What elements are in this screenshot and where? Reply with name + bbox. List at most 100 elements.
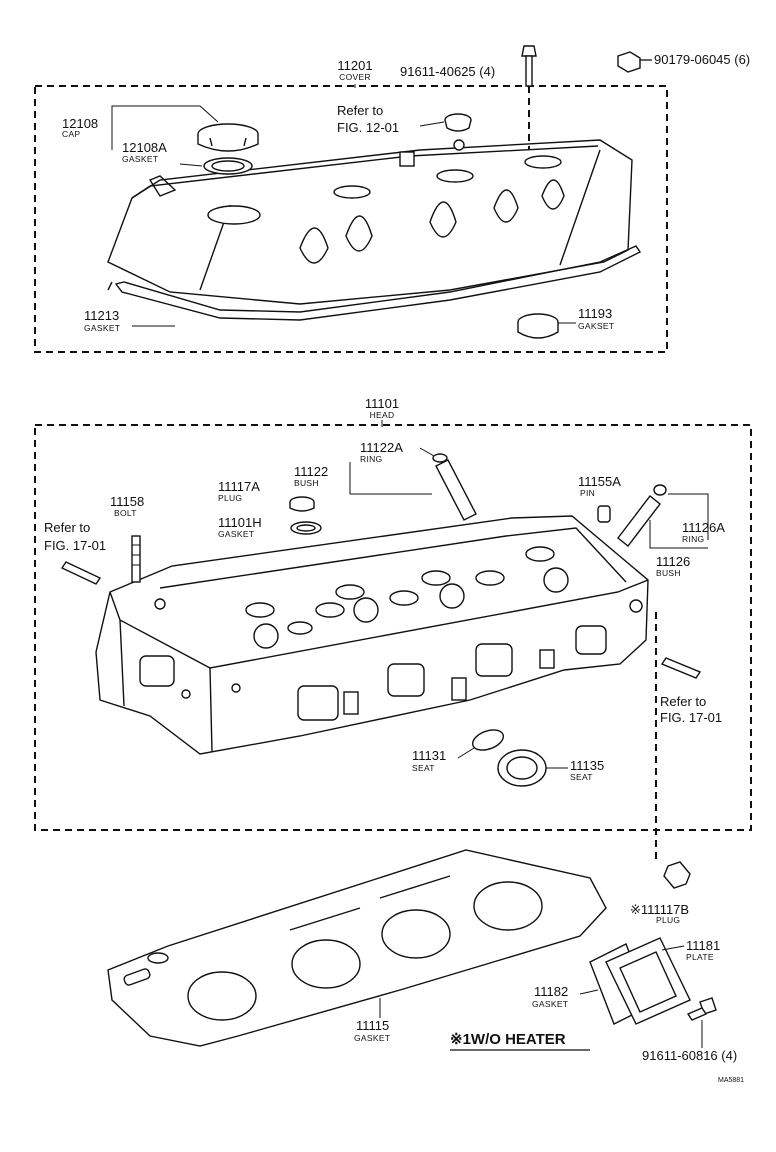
svg-text:GASKET: GASKET: [122, 154, 158, 164]
label-plate-gasket: 11182 GASKET: [532, 984, 568, 1009]
plug: [289, 496, 315, 512]
leader-cap: [111, 105, 219, 150]
leader-ring-2: [668, 493, 709, 540]
svg-text:12108: 12108: [62, 116, 98, 131]
leader-cap-gasket: [179, 163, 203, 167]
svg-text:GAKSET: GAKSET: [578, 321, 614, 331]
cover-bolt: [521, 45, 537, 150]
svg-text:GASKET: GASKET: [532, 999, 568, 1009]
head-group-frame: [34, 424, 752, 831]
svg-text:PLUG: PLUG: [218, 493, 242, 503]
refer-part: [444, 113, 472, 132]
svg-text:11135: 11135: [570, 758, 604, 773]
svg-text:SEAT: SEAT: [570, 772, 593, 782]
cover-gasket: [114, 245, 642, 321]
stud-right: [660, 657, 702, 679]
svg-text:FIG. 12-01: FIG. 12-01: [337, 120, 399, 135]
svg-text:Refer to: Refer to: [660, 694, 706, 709]
label-refer-cover: Refer to FIG. 12-01: [337, 103, 399, 135]
svg-text:RING: RING: [682, 534, 704, 544]
label-plug: 11117A PLUG: [218, 479, 260, 503]
svg-text:11182: 11182: [534, 984, 568, 999]
pin: [597, 505, 611, 523]
label-seat-1: 11131 SEAT: [412, 748, 446, 773]
svg-text:COVER: COVER: [339, 72, 371, 82]
stud-left: [60, 561, 102, 585]
cover-nut: [617, 51, 652, 73]
bolt-stud: [131, 535, 141, 583]
cylinder-head: [95, 515, 649, 755]
svg-text:SEAT: SEAT: [412, 763, 435, 773]
svg-text:Refer to: Refer to: [337, 103, 383, 118]
svg-text:11158: 11158: [110, 494, 144, 509]
label-ring-2: 11126A RING: [682, 520, 725, 544]
label-ring: 11122A RING: [360, 440, 403, 464]
svg-text:GASKET: GASKET: [84, 323, 120, 333]
label-grommet: 11193 GAKSET: [578, 306, 614, 331]
label-pin: 11155A PIN: [578, 474, 621, 498]
label-seat-2: 11135 SEAT: [570, 758, 604, 782]
svg-text:11213: 11213: [84, 308, 119, 323]
svg-text:BOLT: BOLT: [114, 508, 137, 518]
svg-text:11115: 11115: [356, 1018, 389, 1033]
svg-text:11126: 11126: [656, 554, 690, 569]
svg-text:PLUG: PLUG: [656, 915, 680, 925]
label-cover-bolt: 91611-40625 (4): [400, 64, 495, 79]
svg-text:11122: 11122: [294, 464, 328, 479]
footnote: ※1W/O HEATER: [450, 1031, 590, 1051]
cylinder-head-cover: [107, 139, 633, 305]
label-cap-gasket: 12108A GASKET: [122, 140, 167, 164]
svg-text:CAP: CAP: [62, 129, 80, 139]
svg-text:11201: 11201: [337, 58, 372, 73]
label-refer-left: Refer to FIG. 17-01: [44, 520, 106, 553]
svg-text:※111117B: ※111117B: [630, 902, 689, 917]
valve-seat-2: [497, 749, 547, 787]
label-cover-gasket: 11213 GASKET: [84, 308, 120, 333]
leader-ring: [349, 447, 435, 495]
valve-guide-bush: [432, 453, 477, 521]
svg-text:HEAD: HEAD: [370, 410, 395, 420]
svg-text:BUSH: BUSH: [294, 478, 319, 488]
cap-gasket: [203, 157, 253, 175]
label-refer-right: Refer to FIG. 17-01: [660, 694, 722, 725]
svg-text:11101: 11101: [365, 396, 399, 411]
svg-text:11193: 11193: [578, 306, 612, 321]
label-head-gasket: 11115 GASKET: [354, 1018, 390, 1043]
heater-plate: [605, 937, 691, 1025]
head-gasket: [107, 849, 607, 1047]
label-head-gasket-small: 11101H GASKET: [218, 515, 262, 539]
label-cap: 12108 CAP: [62, 116, 98, 139]
svg-text:FIG. 17-01: FIG. 17-01: [44, 538, 106, 553]
svg-text:11122A: 11122A: [360, 440, 403, 455]
spark-plug-grommet: [517, 313, 559, 339]
svg-text:PLATE: PLATE: [686, 952, 714, 962]
label-bolt-stud: 11158 BOLT: [110, 494, 144, 518]
svg-text:12108A: 12108A: [122, 140, 167, 155]
plate-bolt: [686, 997, 717, 1021]
svg-text:11181: 11181: [686, 938, 720, 953]
oil-filler-cap: [197, 123, 259, 152]
svg-text:BUSH: BUSH: [656, 568, 681, 578]
label-bush-2: 11126 BUSH: [656, 554, 690, 578]
svg-text:11155A: 11155A: [578, 474, 621, 489]
svg-text:GASKET: GASKET: [218, 529, 254, 539]
label-heater-plug: ※111117B PLUG: [630, 902, 689, 925]
valve-seat-1: [471, 729, 505, 751]
label-bush: 11122 BUSH: [294, 464, 328, 488]
heater-plug: [663, 861, 691, 889]
svg-text:11101H: 11101H: [218, 515, 262, 530]
svg-text:FIG. 17-01: FIG. 17-01: [660, 710, 722, 725]
svg-text:11117A: 11117A: [218, 479, 260, 494]
svg-text:GASKET: GASKET: [354, 1033, 390, 1043]
svg-text:11131: 11131: [412, 748, 446, 763]
label-plate: 11181 PLATE: [686, 938, 720, 962]
svg-text:Refer to: Refer to: [44, 520, 90, 535]
label-cover-nut: 90179-06045 (6): [654, 52, 750, 67]
cover-group-frame: [34, 85, 668, 353]
figure-code: MA5881: [718, 1077, 744, 1084]
svg-text:PIN: PIN: [580, 488, 595, 498]
svg-text:※1W/O HEATER: ※1W/O HEATER: [450, 1031, 566, 1048]
svg-text:RING: RING: [360, 454, 382, 464]
leader-bush-2: [649, 520, 708, 549]
label-head: 11101 HEAD: [365, 396, 399, 420]
